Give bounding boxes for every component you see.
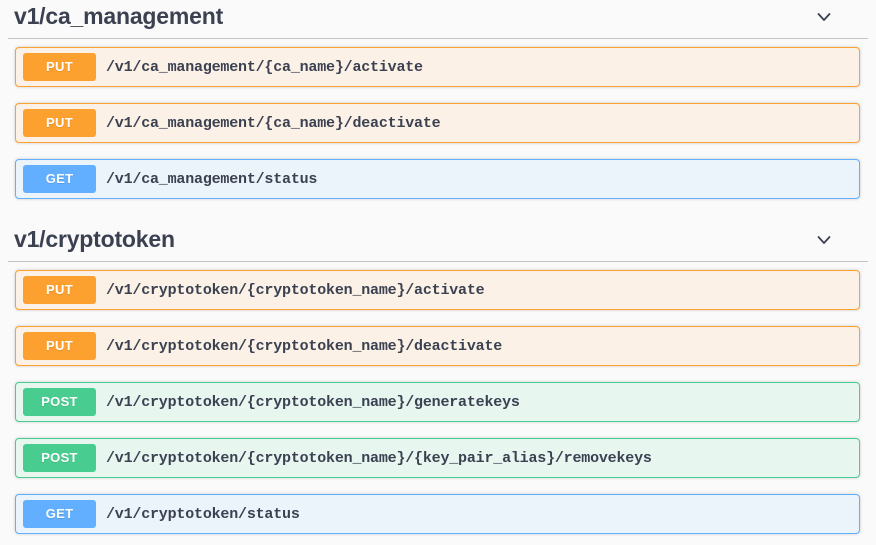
endpoint-path: /v1/cryptotoken/{cryptotoken_name}/deact… <box>106 337 503 355</box>
opblock-put[interactable]: PUT/v1/ca_management/{ca_name}/activate <box>15 47 860 87</box>
http-method-badge: GET <box>23 165 96 193</box>
opblock-post[interactable]: POST/v1/cryptotoken/{cryptotoken_name}/g… <box>15 382 860 422</box>
opblock-put[interactable]: PUT/v1/cryptotoken/{cryptotoken_name}/ac… <box>15 270 860 310</box>
chevron-down-icon[interactable] <box>814 7 834 27</box>
opblock-summary[interactable]: PUT/v1/cryptotoken/{cryptotoken_name}/ac… <box>16 276 859 304</box>
endpoint-path: /v1/cryptotoken/{cryptotoken_name}/activ… <box>106 281 485 299</box>
opblock-get[interactable]: GET/v1/cryptotoken/status <box>15 494 860 534</box>
http-method-badge: POST <box>23 388 96 416</box>
http-method-badge: PUT <box>23 276 96 304</box>
section-spacer <box>8 215 868 223</box>
http-method-badge: PUT <box>23 332 96 360</box>
opblock-summary[interactable]: GET/v1/cryptotoken/status <box>16 500 859 528</box>
tag-title: v1/cryptotoken <box>14 226 175 253</box>
endpoint-path: /v1/cryptotoken/{cryptotoken_name}/gener… <box>106 393 520 411</box>
opblock-summary[interactable]: POST/v1/cryptotoken/{cryptotoken_name}/{… <box>16 444 859 472</box>
opblock-tag-header-v1-ca-management[interactable]: v1/ca_management <box>8 0 868 39</box>
http-method-badge: PUT <box>23 109 96 137</box>
opblock-summary[interactable]: PUT/v1/ca_management/{ca_name}/deactivat… <box>16 109 859 137</box>
http-method-badge: GET <box>23 500 96 528</box>
chevron-down-icon[interactable] <box>814 230 834 250</box>
http-method-badge: PUT <box>23 53 96 81</box>
endpoint-path: /v1/ca_management/{ca_name}/deactivate <box>106 114 441 132</box>
endpoint-path: /v1/cryptotoken/{cryptotoken_name}/{key_… <box>106 449 652 467</box>
http-method-badge: POST <box>23 444 96 472</box>
endpoint-path: /v1/ca_management/{ca_name}/activate <box>106 58 423 76</box>
tag-title: v1/ca_management <box>14 3 224 30</box>
opblock-put[interactable]: PUT/v1/cryptotoken/{cryptotoken_name}/de… <box>15 326 860 366</box>
opblock-summary[interactable]: PUT/v1/cryptotoken/{cryptotoken_name}/de… <box>16 332 859 360</box>
endpoint-path: /v1/ca_management/status <box>106 170 318 188</box>
endpoint-path: /v1/cryptotoken/status <box>106 505 300 523</box>
opblock-get[interactable]: GET/v1/ca_management/status <box>15 159 860 199</box>
opblock-summary[interactable]: PUT/v1/ca_management/{ca_name}/activate <box>16 53 859 81</box>
opblock-put[interactable]: PUT/v1/ca_management/{ca_name}/deactivat… <box>15 103 860 143</box>
opblock-tag-header-v1-cryptotoken[interactable]: v1/cryptotoken <box>8 223 868 262</box>
opblock-summary[interactable]: POST/v1/cryptotoken/{cryptotoken_name}/g… <box>16 388 859 416</box>
opblock-post[interactable]: POST/v1/cryptotoken/{cryptotoken_name}/{… <box>15 438 860 478</box>
opblock-summary[interactable]: GET/v1/ca_management/status <box>16 165 859 193</box>
